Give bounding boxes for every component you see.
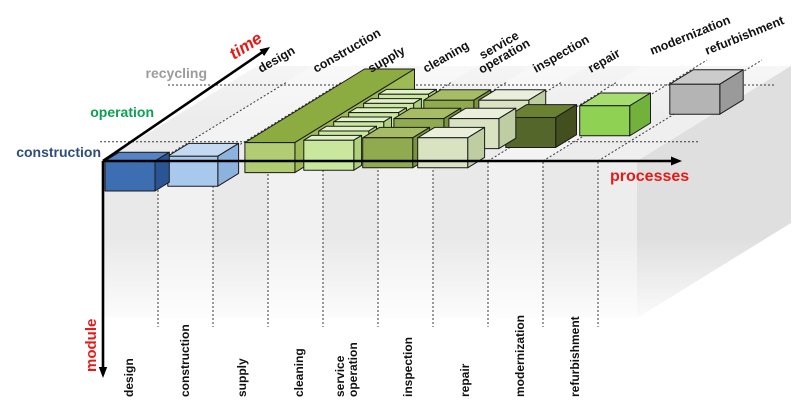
bottom-label-modernization: modernization: [513, 315, 527, 397]
phase-label-recycling: recycling: [146, 65, 207, 81]
bottom-label-refurbishment: refurbishment: [568, 316, 582, 397]
bottom-label-inspection: inspection: [401, 337, 415, 397]
box-design: [104, 151, 170, 192]
time-axis: [102, 49, 265, 163]
bottom-label-cleaning: cleaning: [292, 348, 306, 397]
box-inspection: [417, 126, 486, 169]
processes-arrowhead: [671, 156, 682, 166]
module-arrowhead: [98, 367, 108, 378]
bottom-label-design: design: [122, 358, 136, 397]
box-cleaning: [303, 134, 363, 171]
phase-label-operation: operation: [90, 104, 154, 120]
processes-axis-label: processes: [610, 168, 689, 185]
bottom-label-supply: supply: [235, 358, 249, 397]
phase-label-construction: construction: [16, 144, 101, 160]
time-arrowhead: [259, 47, 270, 56]
box-modernization: [579, 92, 651, 137]
front-wall: [103, 161, 791, 323]
process-boxes: [104, 68, 744, 192]
bottom-label-construction: construction: [178, 324, 192, 397]
bottom-label-service-operation: serviceoperation: [333, 342, 360, 397]
bottom-label-repair: repair: [458, 363, 472, 397]
box-construction: [167, 142, 240, 187]
box-refurbishment: [669, 69, 744, 115]
module-axis-label: module: [83, 319, 100, 372]
axes: [98, 47, 682, 378]
box-repair: [505, 104, 578, 148]
